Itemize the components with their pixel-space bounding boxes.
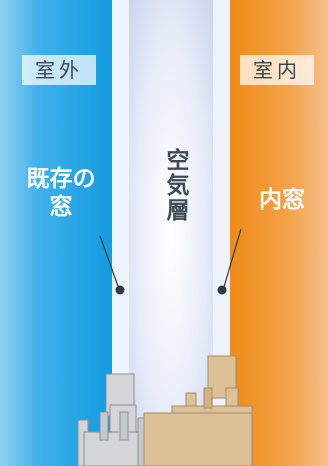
indoor-label: 室内 bbox=[240, 55, 314, 85]
inner-window-frame bbox=[143, 355, 253, 466]
air-layer-label: 空気層 bbox=[162, 148, 188, 223]
inner-window-leader bbox=[223, 228, 242, 288]
inner-window-glass bbox=[213, 0, 230, 466]
outdoor-label: 室外 bbox=[22, 55, 96, 85]
existing-window-dot bbox=[115, 285, 125, 295]
inner-window-label: 内窓 bbox=[259, 187, 305, 213]
existing-window-label-line2: 窓 bbox=[49, 194, 73, 220]
existing-window-label-line1: 既存の bbox=[26, 166, 96, 192]
existing-window-leader bbox=[99, 235, 120, 290]
existing-window-glass bbox=[112, 0, 129, 466]
inner-window-dot bbox=[217, 285, 227, 295]
existing-window-label: 既存の 窓 bbox=[16, 165, 106, 221]
air-layer-region bbox=[129, 0, 213, 466]
